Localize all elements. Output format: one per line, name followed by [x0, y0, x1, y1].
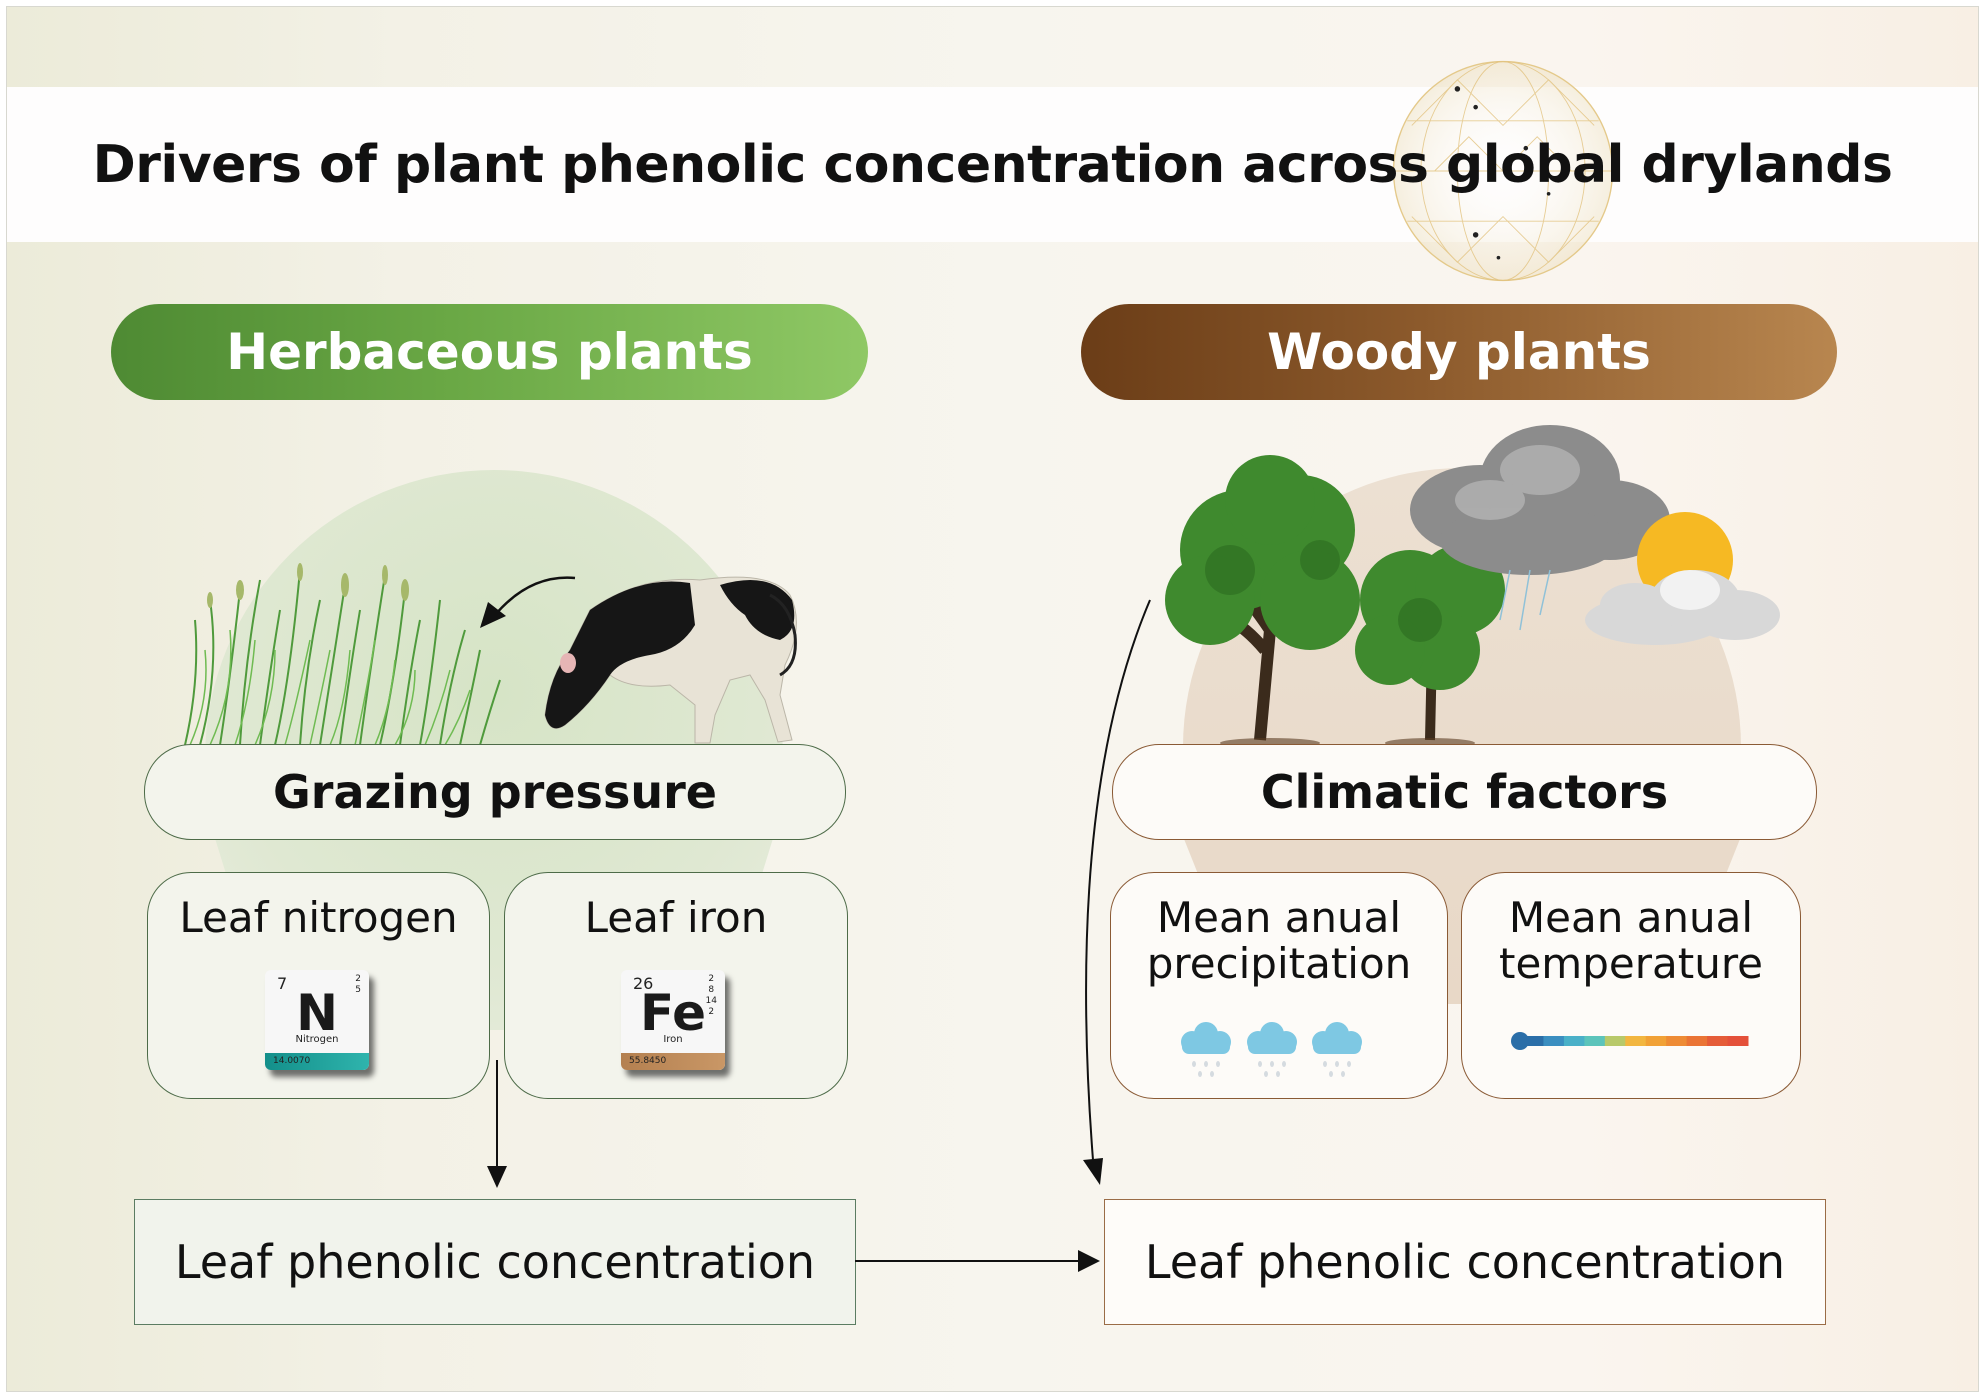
thermometer-segment: [1686, 1036, 1708, 1046]
shell: 2: [708, 974, 715, 984]
woody-leaf-phenolic-box: Leaf phenolic concentration: [1104, 1199, 1826, 1325]
title-band: [7, 87, 1978, 242]
tree-icon: [1165, 455, 1505, 748]
atomic-mass: 55.8450: [621, 1053, 725, 1070]
shell: 8: [708, 985, 715, 995]
grazing-pressure-box: Grazing pressure: [144, 744, 846, 840]
shell: 14: [705, 996, 717, 1006]
thermometer-bulb: [1511, 1032, 1529, 1050]
page-title: Drivers of plant phenolic concentration …: [92, 134, 1893, 195]
thermometer-segment: [1543, 1036, 1565, 1046]
rain-cloud-icon: [1247, 1022, 1297, 1077]
shell: 5: [355, 985, 361, 995]
herbaceous-leaf-phenolic-box: Leaf phenolic concentration: [134, 1199, 856, 1325]
herbaceous-plants-header: Herbaceous plants: [111, 304, 868, 400]
thermometer-segment: [1563, 1036, 1585, 1046]
thermometer-segment: [1625, 1036, 1647, 1046]
element-symbol: N: [296, 984, 338, 1042]
leaf-nitrogen-label: Leaf nitrogen: [179, 893, 458, 942]
nitrogen-element-tile: 7 2 5 N Nitrogen 14.0070: [265, 970, 369, 1070]
atomic-number: 26: [633, 974, 654, 993]
thermometer-icon: [1511, 1032, 1749, 1050]
grass-icon: [184, 563, 501, 745]
iron-element-tile: 26 2 8 14 2 Fe Iron 55.8450: [621, 970, 725, 1070]
leaf-iron-label: Leaf iron: [584, 893, 768, 942]
element-symbol: Fe: [639, 984, 707, 1042]
thermometer-segment: [1584, 1036, 1606, 1046]
sun-cloud-icon: [1585, 512, 1780, 645]
temperature-box: Mean anual temperature: [1461, 872, 1801, 1099]
element-name: Nitrogen: [295, 1034, 339, 1045]
thermometer-segment: [1707, 1036, 1729, 1046]
element-name: Iron: [663, 1034, 683, 1045]
atomic-number: 7: [277, 974, 288, 993]
woody-plants-header: Woody plants: [1081, 304, 1837, 400]
thermometer-segment: [1604, 1036, 1626, 1046]
shell: 2: [708, 1007, 715, 1017]
grazing-cow-icon: [544, 576, 797, 744]
rain-cloud-icon: [1410, 425, 1670, 631]
grazing-arrow: [480, 576, 576, 628]
thermometer-segment: [1645, 1036, 1667, 1046]
rain-cloud-icon: [1181, 1022, 1231, 1077]
thermometer-segment: [1666, 1036, 1688, 1046]
rain-cloud-icon: [1312, 1022, 1362, 1077]
electron-shells: 2 5: [355, 974, 361, 996]
precipitation-box: Mean anual precipitation: [1110, 872, 1448, 1099]
precipitation-label: Mean anual precipitation: [1146, 893, 1412, 988]
temperature-label: Mean anual temperature: [1499, 893, 1763, 988]
thermometer-segment: [1727, 1036, 1749, 1046]
globe-icon: [1392, 60, 1614, 282]
electron-shells: 2 8 14 2: [706, 974, 717, 1018]
shell: 2: [355, 974, 361, 984]
climatic-factors-box: Climatic factors: [1112, 744, 1817, 840]
atomic-mass: 14.0070: [265, 1053, 369, 1070]
thermometer-segment: [1523, 1036, 1544, 1046]
